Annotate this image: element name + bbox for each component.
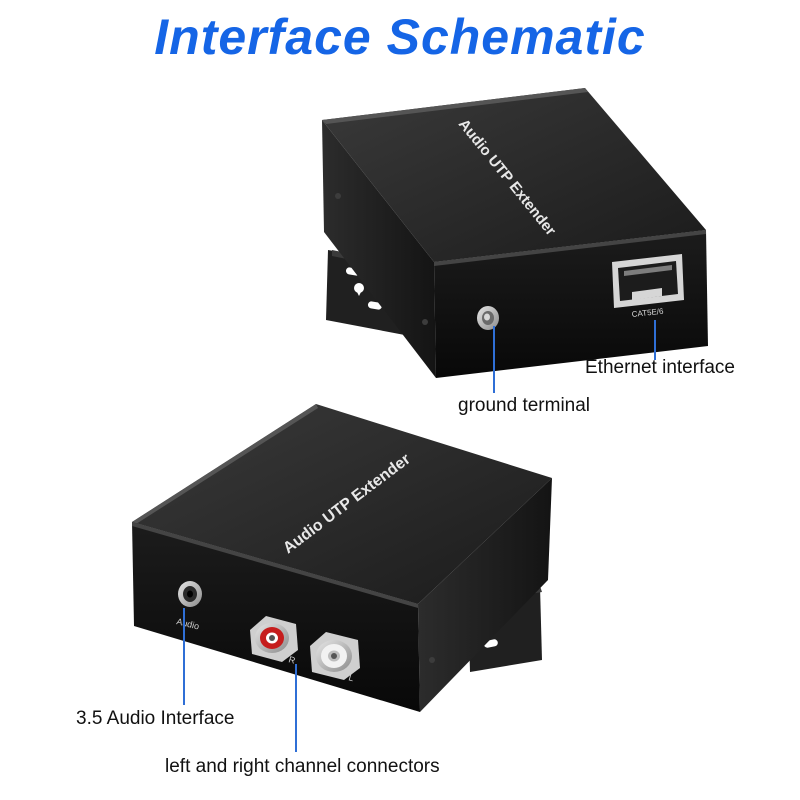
rca-connector-left — [310, 632, 360, 680]
ground-terminal — [477, 306, 499, 330]
callout-ground-terminal: ground terminal — [458, 395, 591, 416]
bottom-extender-device: Audio UTP Extender Audio R L — [132, 404, 552, 712]
page-title: Interface Schematic — [154, 9, 646, 65]
audio-35-jack — [178, 581, 202, 607]
rca-left-label: L — [347, 672, 355, 683]
rca-connector-right — [250, 616, 298, 662]
case-top-panel-bottom-device — [132, 404, 552, 604]
leader-lines — [183, 320, 656, 752]
callout-lr-channel-connectors: left and right channel connectors — [165, 756, 440, 777]
ethernet-port — [612, 254, 684, 308]
callout-audio-35-interface: 3.5 Audio Interface — [76, 708, 235, 729]
rca-right-label: R — [287, 654, 296, 666]
top-extender-device: Audio UTP Extender CAT5E/6 — [322, 88, 708, 378]
case-top-panel-top-device — [322, 88, 706, 262]
callout-ethernet-interface: Ethernet interface — [585, 357, 735, 378]
ethernet-port-label: CAT5E/6 — [631, 307, 664, 319]
case-side-panel-bottom-device — [418, 478, 552, 712]
case-side-panel-top-device — [322, 120, 436, 378]
